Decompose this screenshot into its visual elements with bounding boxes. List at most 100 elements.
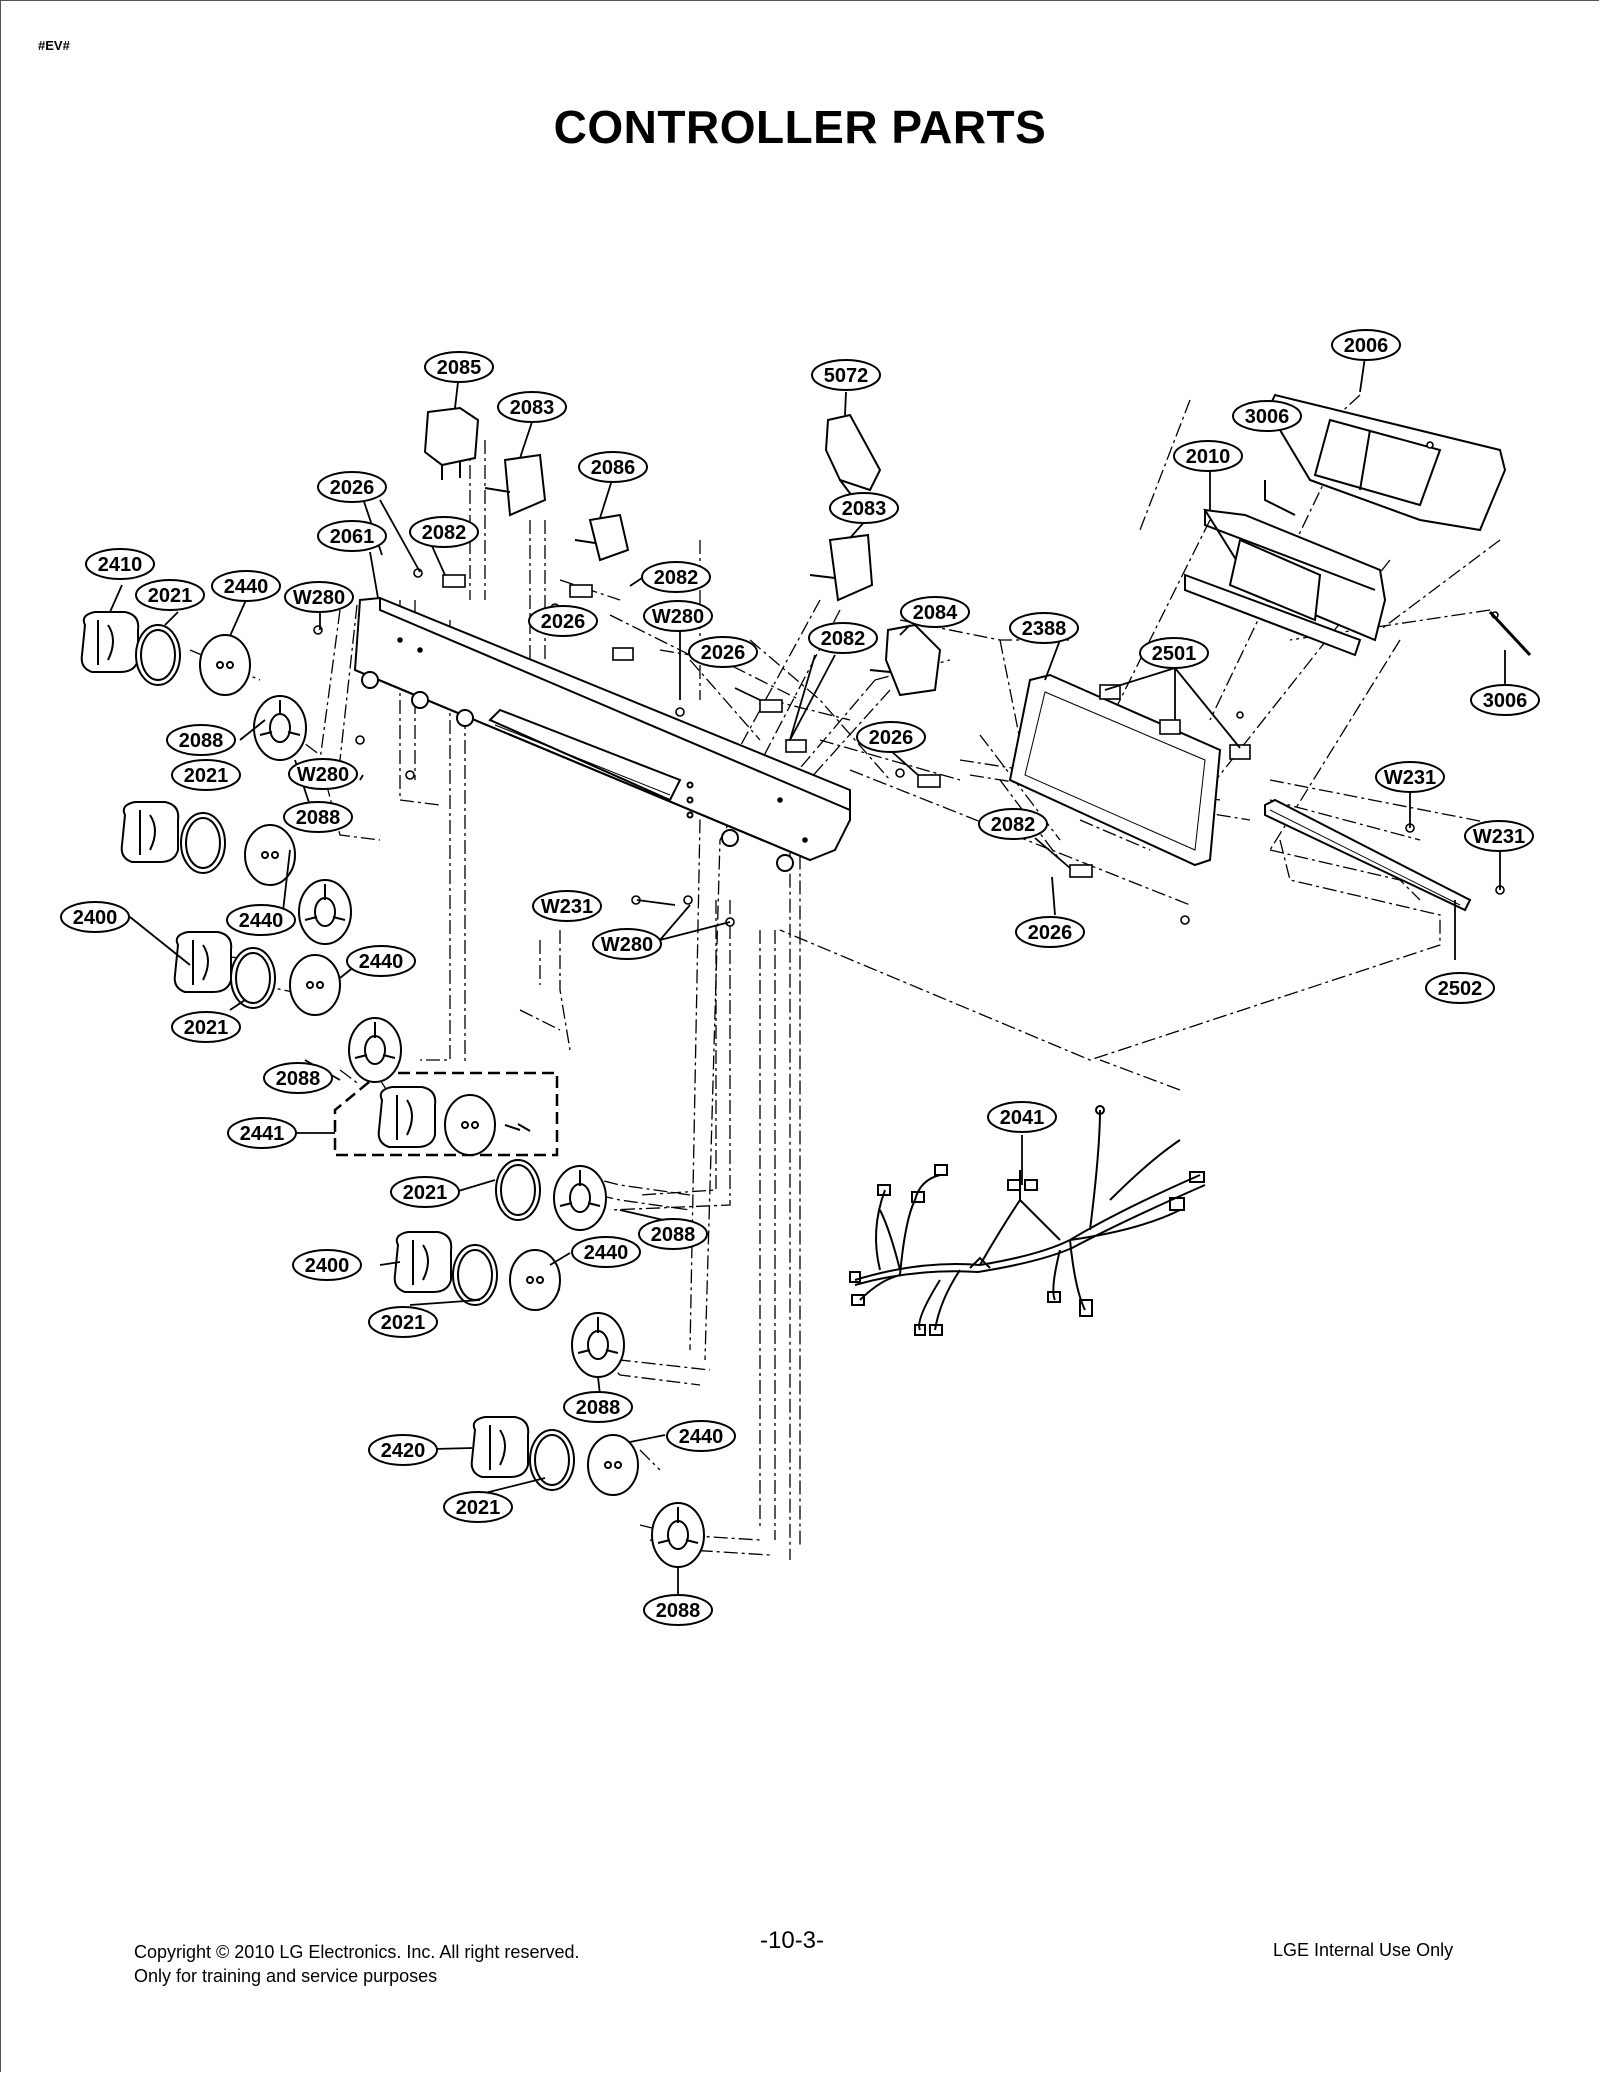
callout-3006: 3006 xyxy=(1470,684,1540,716)
callout-2088: 2088 xyxy=(263,1062,333,1094)
svg-text:2441: 2441 xyxy=(240,1123,285,1145)
callout-2026: 2026 xyxy=(528,605,598,637)
callout-2083: 2083 xyxy=(829,492,899,524)
callout-W280: W280 xyxy=(643,600,713,632)
svg-text:2026: 2026 xyxy=(701,642,746,664)
svg-text:2021: 2021 xyxy=(148,585,193,607)
callout-2041: 2041 xyxy=(987,1101,1057,1133)
callout-2082: 2082 xyxy=(808,622,878,654)
callout-2061: 2061 xyxy=(317,520,387,552)
svg-text:2085: 2085 xyxy=(437,357,482,379)
svg-text:W280: W280 xyxy=(297,764,349,786)
svg-text:3006: 3006 xyxy=(1483,690,1528,712)
callout-2026: 2026 xyxy=(856,721,926,753)
svg-text:2088: 2088 xyxy=(656,1600,701,1622)
svg-text:W280: W280 xyxy=(293,587,345,609)
svg-text:2082: 2082 xyxy=(422,522,467,544)
callout-2501: 2501 xyxy=(1139,637,1209,669)
svg-text:2083: 2083 xyxy=(842,498,887,520)
callout-2088: 2088 xyxy=(563,1391,633,1423)
callout-W231: W231 xyxy=(1375,761,1445,793)
control-panel-part xyxy=(353,596,851,872)
svg-text:2021: 2021 xyxy=(403,1182,448,1204)
callout-2021: 2021 xyxy=(135,579,205,611)
svg-text:2026: 2026 xyxy=(869,727,914,749)
svg-text:2021: 2021 xyxy=(381,1312,426,1334)
svg-text:2088: 2088 xyxy=(276,1068,321,1090)
svg-text:2006: 2006 xyxy=(1344,335,1389,357)
svg-text:2400: 2400 xyxy=(305,1255,350,1277)
svg-text:2082: 2082 xyxy=(821,628,866,650)
callout-W231: W231 xyxy=(532,890,602,922)
copyright-notice: Copyright © 2010 LG Electronics. Inc. Al… xyxy=(134,1940,579,1988)
callout-2021: 2021 xyxy=(171,759,241,791)
callout-2026: 2026 xyxy=(1015,916,1085,948)
copyright-line-2: Only for training and service purposes xyxy=(134,1966,438,1986)
svg-text:W231: W231 xyxy=(1473,826,1525,848)
callout-2026: 2026 xyxy=(317,471,387,503)
callout-2440: 2440 xyxy=(346,945,416,977)
callout-2400: 2400 xyxy=(292,1249,362,1281)
callout-2088: 2088 xyxy=(283,801,353,833)
callout-2086: 2086 xyxy=(578,451,648,483)
svg-text:2088: 2088 xyxy=(651,1224,696,1246)
svg-text:5072: 5072 xyxy=(824,365,869,387)
svg-text:2440: 2440 xyxy=(224,576,269,598)
svg-text:2502: 2502 xyxy=(1438,978,1483,1000)
callout-2082: 2082 xyxy=(641,561,711,593)
page-number: -10-3- xyxy=(760,1927,825,1954)
svg-text:2410: 2410 xyxy=(98,554,143,576)
page-title: CONTROLLER PARTS xyxy=(553,101,1047,153)
callout-2410: 2410 xyxy=(85,548,155,580)
svg-text:2021: 2021 xyxy=(184,1017,229,1039)
callout-2085: 2085 xyxy=(424,351,494,383)
svg-text:2061: 2061 xyxy=(330,526,375,548)
callout-W231: W231 xyxy=(1464,820,1534,852)
callout-2021: 2021 xyxy=(171,1011,241,1043)
svg-text:2088: 2088 xyxy=(179,730,224,752)
trim-bracket-part xyxy=(1264,798,1472,912)
svg-text:W280: W280 xyxy=(601,934,653,956)
svg-text:2026: 2026 xyxy=(1028,922,1073,944)
svg-text:2440: 2440 xyxy=(679,1426,724,1448)
doc-tag: #EV# xyxy=(38,38,70,53)
callout-2388: 2388 xyxy=(1009,612,1079,644)
svg-text:2041: 2041 xyxy=(1000,1107,1045,1129)
callout-2420: 2420 xyxy=(368,1434,438,1466)
callout-2010: 2010 xyxy=(1173,440,1243,472)
svg-text:W231: W231 xyxy=(1384,767,1436,789)
callout-3006: 3006 xyxy=(1232,400,1302,432)
svg-text:2083: 2083 xyxy=(510,397,555,419)
callout-2400: 2400 xyxy=(60,901,130,933)
callout-2021: 2021 xyxy=(390,1176,460,1208)
callout-2088: 2088 xyxy=(638,1218,708,1250)
svg-text:2440: 2440 xyxy=(239,910,284,932)
callout-2502: 2502 xyxy=(1425,972,1495,1004)
svg-text:2026: 2026 xyxy=(330,477,375,499)
knob-assemblies xyxy=(80,611,705,1568)
rotary-switch-parts xyxy=(423,406,942,697)
svg-text:2440: 2440 xyxy=(584,1242,629,1264)
svg-text:2082: 2082 xyxy=(991,814,1036,836)
svg-text:3006: 3006 xyxy=(1245,406,1290,428)
callout-2440: 2440 xyxy=(666,1420,736,1452)
svg-text:2420: 2420 xyxy=(381,1440,426,1462)
callout-2021: 2021 xyxy=(443,1491,513,1523)
svg-text:2082: 2082 xyxy=(654,567,699,589)
callout-2082: 2082 xyxy=(409,516,479,548)
svg-text:2501: 2501 xyxy=(1152,643,1197,665)
svg-text:2084: 2084 xyxy=(913,602,958,624)
callout-W280: W280 xyxy=(284,581,354,613)
callout-5072: 5072 xyxy=(811,359,881,391)
svg-text:2026: 2026 xyxy=(541,611,586,633)
pcb-assembly-part xyxy=(1184,393,1507,657)
svg-text:W280: W280 xyxy=(652,606,704,628)
svg-text:2021: 2021 xyxy=(456,1497,501,1519)
svg-text:2400: 2400 xyxy=(73,907,118,929)
callout-labels: 2085 2083 5072 2006 3006 2010 2086 2026 xyxy=(60,329,1540,1626)
svg-text:2440: 2440 xyxy=(359,951,404,973)
small-terminal-parts xyxy=(313,441,1532,927)
internal-use-note: LGE Internal Use Only xyxy=(1273,1940,1454,1960)
